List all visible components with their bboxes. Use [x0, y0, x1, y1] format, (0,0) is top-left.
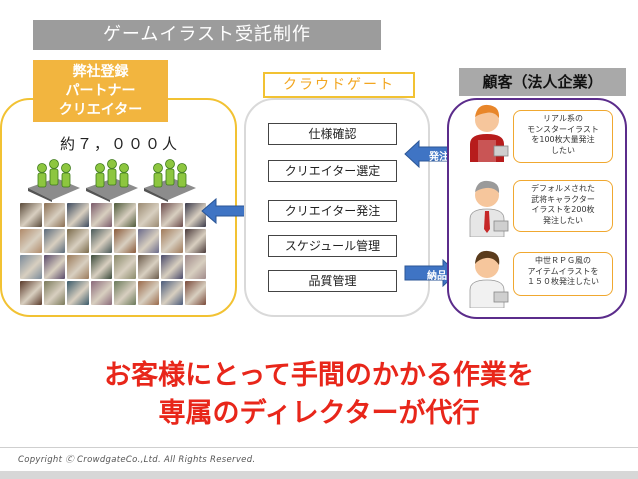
illustration-thumbnail-icon	[137, 203, 159, 227]
illustration-thumbnail-icon	[90, 281, 112, 305]
illustration-thumbnail-icon	[137, 229, 159, 253]
illustration-thumbnail-icon	[184, 203, 206, 227]
step-creator-order: クリエイター発注	[268, 200, 397, 222]
client-request-2-line: 武将キャラクター	[531, 194, 595, 204]
step-creator-selection: クリエイター選定	[268, 160, 397, 182]
illustration-thumbnail-icon	[67, 281, 89, 305]
client-request-2: デフォルメされた 武将キャラクター イラストを200枚 発注したい	[513, 180, 613, 232]
people-group-icon	[86, 159, 138, 202]
client-request-3-line: アイテムイラストを	[527, 266, 599, 276]
creator-header-line-2: パートナー	[65, 82, 136, 99]
client-request-2-line: 発注したい	[543, 215, 583, 225]
illustration-thumbnail-icon	[20, 255, 42, 279]
client-request-2-line: イラストを200枚	[531, 205, 595, 214]
copyright: Copyright Ⓒ CrowdgateCo.,Ltd. All Rights…	[18, 455, 256, 465]
creator-header-line-3: クリエイター	[58, 101, 143, 118]
creator-header-line-1: 弊社登録	[72, 63, 129, 80]
client-request-1-line: したい	[551, 145, 575, 155]
delivery-arrow: 納品	[403, 258, 459, 288]
arrow-right-icon	[404, 258, 458, 288]
illustration-thumbnail-icon	[161, 229, 183, 253]
main-message: お客様にとって手間のかかる作業を 専属のディレクターが代行	[0, 357, 638, 433]
client-request-3-line: １５０枚発注したい	[527, 277, 599, 286]
illustration-thumbnail-icon	[43, 281, 65, 305]
step-schedule-management: スケジュール管理	[268, 235, 397, 257]
step-spec-check: 仕様確認	[268, 123, 397, 145]
client-request-2-line: デフォルメされた	[531, 184, 595, 193]
main-message-line-2: 専属のディレクターが代行	[158, 398, 480, 429]
people-group-icon	[28, 159, 80, 202]
creator-count: 約７，０００人	[60, 135, 180, 153]
client-request-3: 中世ＲＰＧ風の アイテムイラストを １５０枚発注したい	[513, 252, 613, 296]
illustration-thumbnail-icon	[137, 281, 159, 305]
illustration-thumbnail-icon	[20, 203, 42, 227]
illustration-thumbnail-icon	[114, 229, 136, 253]
main-message-line-1: お客様にとって手間のかかる作業を	[104, 360, 534, 391]
illustration-thumbnail-icon	[114, 203, 136, 227]
client-request-1: リアル系の モンスターイラスト を100枚大量発注 したい	[513, 110, 613, 163]
illustration-thumbnail-icon	[184, 281, 206, 305]
footer-divider	[0, 447, 638, 448]
illustration-thumbnail-icon	[90, 229, 112, 253]
client-request-3-line: 中世ＲＰＧ風の	[535, 256, 591, 265]
illustration-thumbnail-icon	[114, 255, 136, 279]
page-title: ゲームイラスト受託制作	[33, 20, 381, 50]
illustration-thumbnail-icon	[90, 203, 112, 227]
illustration-thumbnail-icon	[184, 229, 206, 253]
illustration-thumbnail-icon	[161, 203, 183, 227]
client-person-icon	[470, 104, 509, 162]
illustration-thumbnail-icon	[20, 229, 42, 253]
illustration-thumbnail-icon	[67, 203, 89, 227]
illustration-thumbnail-icon	[114, 281, 136, 305]
illustration-thumbnail-icon	[184, 255, 206, 279]
client-request-1-line: を100枚大量発注	[531, 135, 595, 144]
delivery-label: 納品	[427, 271, 447, 282]
creator-header: 弊社登録 パートナー クリエイター	[33, 60, 168, 122]
order-label: 発注	[429, 152, 449, 163]
people-group-icon	[144, 159, 196, 202]
client-header: 顧客（法人企業）	[459, 68, 626, 96]
crowdgate-header: クラウドゲート	[263, 72, 415, 98]
client-request-1-line: リアル系の	[543, 114, 583, 123]
bottom-bar	[0, 471, 638, 479]
illustration-thumbnail-icon	[43, 229, 65, 253]
illustration-thumbnail-icon	[20, 281, 42, 305]
client-person-icon	[469, 180, 509, 237]
step-quality-control: 品質管理	[268, 270, 397, 292]
illustration-thumbnail-icon	[43, 255, 65, 279]
illustration-thumbnail-icon	[161, 281, 183, 305]
illustration-thumbnail-icon	[137, 255, 159, 279]
illustration-thumbnail-icon	[67, 229, 89, 253]
client-person-icon	[469, 250, 509, 308]
illustration-thumbnail-icon	[67, 255, 89, 279]
illustration-grid	[20, 203, 206, 305]
client-request-1-line: モンスターイラスト	[527, 124, 599, 134]
illustration-thumbnail-icon	[43, 203, 65, 227]
illustration-thumbnail-icon	[161, 255, 183, 279]
illustration-thumbnail-icon	[90, 255, 112, 279]
